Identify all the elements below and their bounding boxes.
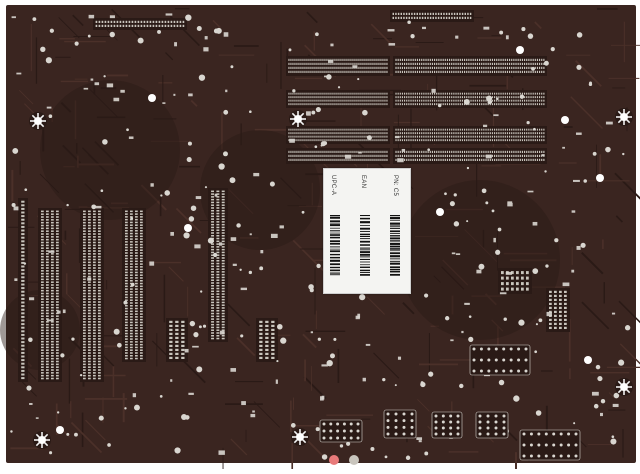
io-port-1 [319,419,363,443]
pci-slot [208,188,228,342]
dimm-row-3 [286,90,390,108]
dimm-row-4 [393,90,547,108]
barcode-pn [390,215,400,276]
dimm-row-8 [393,148,547,164]
io-port-4 [475,411,509,439]
header-d [546,288,570,332]
barcode-ean [360,215,370,276]
barcode-sticker: UPC-A EAN PN: C5 [323,168,411,294]
dimm-row-5 [286,126,390,144]
dimm-row-2 [393,56,547,76]
top-header [93,18,187,30]
pcie-slot-2 [80,208,104,382]
upc-label: UPC-A [330,175,336,196]
mount-hole-6 [615,378,633,396]
chip-area [469,344,531,376]
dimm-row-7 [286,148,390,164]
pcie-slot-1 [38,208,62,382]
mount-hole-2 [289,110,307,128]
edge-pins-left [18,198,28,382]
solder-pads [10,13,631,460]
mount-hole-5 [291,428,309,446]
dimm-row-1 [286,56,390,76]
mount-hole-3 [615,108,633,126]
dimm-row-6 [393,126,547,144]
top-connector [390,10,474,22]
io-port-3 [431,411,463,439]
header-a [166,318,188,362]
io-port-2 [383,409,417,439]
ean-label: EAN [360,175,366,189]
io-port-serial [519,429,581,461]
mount-hole-1 [29,112,47,130]
header-b [256,318,278,362]
mounting-holes [29,108,633,449]
io-port-pins [319,344,581,465]
mount-hole-4 [33,431,51,449]
header-c [498,268,532,294]
barcode-upc [330,215,340,276]
pn-label: PN: C5 [392,175,398,197]
